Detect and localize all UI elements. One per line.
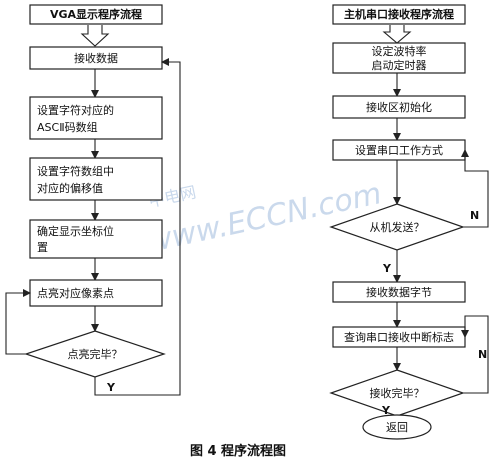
right-step-1-line1: 设定波特率 [372, 44, 427, 58]
left-step-5-label: 点亮对应像素点 [37, 286, 114, 300]
right-hollow-arrow [382, 25, 412, 44]
right-step-baud-timer [332, 42, 466, 74]
left-step-4-line2: 置 [37, 241, 48, 254]
right-title: 主机串口接收程序流程 [344, 7, 454, 21]
right-step-2-label: 接收区初始化 [366, 100, 432, 114]
left-step-ascii-array [29, 96, 163, 140]
left-step-light-pixel [29, 279, 163, 307]
right-end-terminator [362, 414, 432, 440]
left-step-2-line1: 设置字符对应的 [37, 103, 114, 117]
left-step-offset [29, 157, 163, 201]
right-step-4-label: 接收数据字节 [366, 285, 432, 299]
left-step-3-line2: 对应的偏移值 [37, 181, 103, 195]
left-no-loop [5, 289, 31, 355]
right-no1-label: N [470, 209, 479, 222]
right-step-3-label: 设置串口工作方式 [355, 143, 443, 157]
right-step-5-label: 查询串口接收中断标志 [344, 330, 454, 344]
right-decision2-label: 接收完毕？ [370, 386, 425, 400]
figure-caption: 图 4 程序流程图 [190, 443, 286, 459]
left-step-4-line1: 确定显示坐标位 [37, 224, 114, 238]
left-step-coordinates [29, 219, 163, 259]
right-flowchart: 主机串口接收程序流程 设定波特率 启动定时器 接收区初始化 设置串口工作方式 从… [329, 4, 489, 440]
left-step-3-line1: 设置字符数组中 [37, 164, 114, 178]
right-step-init-buffer [332, 95, 466, 119]
right-yes2-label: Y [381, 404, 391, 417]
right-decision1-label: 从机发送？ [370, 220, 425, 234]
left-hollow-arrow [80, 25, 110, 47]
left-step-1-label: 接收数据 [74, 51, 118, 65]
right-step-1-line2: 启动定时器 [372, 58, 427, 72]
right-no2-loop [461, 315, 489, 394]
left-decision-label: 点亮完毕？ [68, 347, 123, 361]
left-flowchart: VGA显示程序流程 接收数据 设置字符对应的 ASCⅡ码数组 设置字符数组中 对… [5, 4, 181, 396]
left-yes-label: Y [106, 381, 116, 394]
right-no1-loop [461, 149, 489, 228]
right-step-receive-byte [332, 281, 466, 303]
right-title-box [332, 4, 466, 25]
left-yes-loop [94, 58, 181, 396]
right-yes1-label: Y [382, 262, 392, 275]
left-title-box [29, 4, 163, 25]
left-title: VGA显示程序流程 [50, 7, 142, 21]
right-end-label: 返回 [386, 421, 408, 434]
right-no2-label: N [478, 348, 487, 361]
left-step-2-line2: ASCⅡ码数组 [37, 120, 98, 134]
